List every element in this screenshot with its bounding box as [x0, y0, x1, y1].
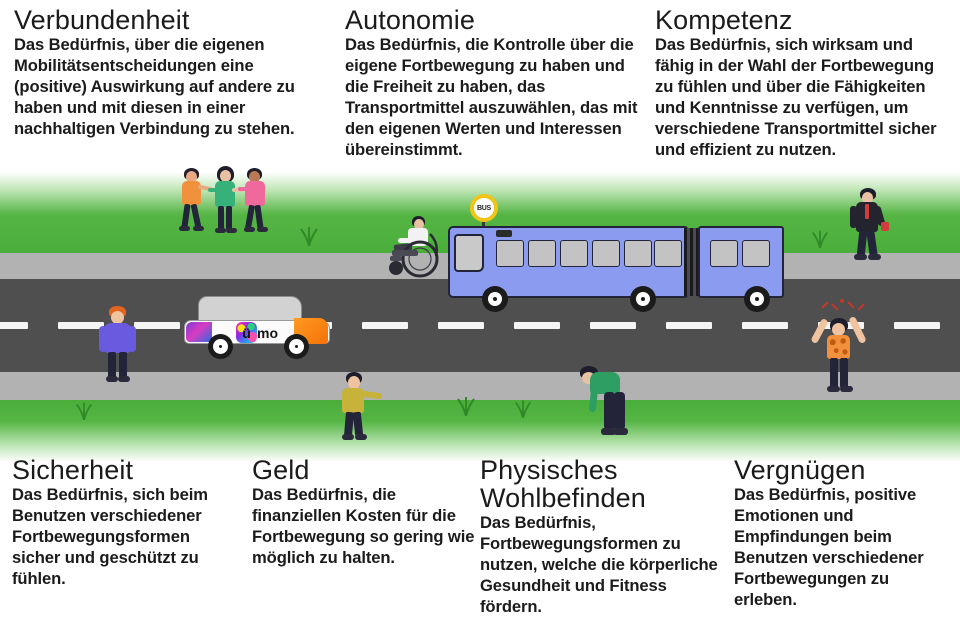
- grass-tuft-icon: [457, 397, 475, 416]
- walker-group-left: [168, 166, 270, 236]
- articulated-bus: [448, 226, 784, 316]
- lumo-logo-mark: ü: [236, 322, 257, 343]
- need-body: Das Bedürfnis, positive Emotionen und Em…: [734, 485, 924, 609]
- bus-window: [496, 240, 524, 267]
- grass-band-bottom: [0, 400, 960, 462]
- need-card-geld: Geld Das Bedürfnis, die finanziellen Kos…: [252, 456, 477, 569]
- grass-tuft-icon: [75, 402, 93, 420]
- need-body: Das Bedürfnis, die finanziellen Kosten f…: [252, 485, 475, 567]
- bus-destination-panel: [496, 230, 512, 237]
- lumo-logo-letter: ü: [242, 324, 251, 341]
- bus-sign-disc: BUS: [470, 194, 498, 222]
- need-heading: Physisches Wohlbefinden: [480, 455, 646, 514]
- need-heading: Kompetenz: [655, 5, 793, 35]
- bus-windshield: [454, 234, 484, 272]
- need-body: Das Bedürfnis, über die eigenen Mobilitä…: [14, 35, 295, 138]
- bus-stop-sign: BUS: [467, 194, 503, 236]
- need-card-vergnuegen: Vergnügen Das Bedürfnis, positive Emotio…: [734, 456, 956, 611]
- bus-articulation-joint: [684, 228, 702, 296]
- lumo-van: ü mo: [184, 296, 330, 359]
- celebrating-person: [810, 299, 868, 396]
- need-heading: Sicherheit: [12, 455, 134, 485]
- bus-window: [710, 240, 738, 267]
- bus-wheel: [744, 286, 770, 312]
- bus-window: [624, 240, 652, 267]
- grass-tuft-icon: [300, 227, 318, 246]
- sidewalk-bottom: [0, 372, 960, 400]
- need-card-verbundenheit: Verbundenheit Das Bedürfnis, über die ei…: [14, 6, 314, 140]
- bus-wheel: [482, 286, 508, 312]
- bus-window: [654, 240, 682, 267]
- hoodie-standing: [98, 306, 138, 382]
- bus-window: [528, 240, 556, 267]
- confetti-icon: [821, 299, 865, 311]
- need-body: Das Bedürfnis, sich wirksam und fähig in…: [655, 35, 937, 159]
- van-wheel: [284, 334, 309, 359]
- need-card-autonomie: Autonomie Das Bedürfnis, die Kontrolle ü…: [345, 6, 645, 161]
- green-shirt-stretch: [578, 362, 632, 438]
- bus-wheel: [630, 286, 656, 312]
- need-heading: Autonomie: [345, 5, 475, 35]
- lumo-logo: ü mo: [236, 322, 278, 343]
- need-body: Das Bedürfnis, Fortbewegungsformen zu nu…: [480, 513, 718, 616]
- need-card-sicherheit: Sicherheit Das Bedürfnis, sich beim Benu…: [12, 456, 242, 590]
- need-heading: Verbundenheit: [14, 5, 190, 35]
- grass-tuft-icon: [514, 400, 532, 418]
- sign-pole: [482, 212, 485, 236]
- bus-window: [560, 240, 588, 267]
- grass-tuft-icon: [811, 230, 829, 248]
- need-card-kompetenz: Kompetenz Das Bedürfnis, sich wirksam un…: [655, 6, 950, 161]
- need-body: Das Bedürfnis, die Kontrolle über die ei…: [345, 35, 638, 159]
- suited-walker: [846, 188, 890, 260]
- bus-window: [742, 240, 770, 267]
- van-gradient-decal-left: [186, 322, 212, 342]
- bus-sign-label: BUS: [477, 204, 491, 212]
- lumo-logo-wordmark: mo: [257, 324, 278, 341]
- wheelchair-user: [386, 216, 446, 278]
- need-heading: Vergnügen: [734, 455, 866, 485]
- wheelchair-icon: [389, 233, 439, 278]
- need-heading: Geld: [252, 455, 310, 485]
- van-roof: [198, 296, 302, 322]
- need-card-physisches-wohlbefinden: Physisches Wohlbefinden Das Bedürfnis, F…: [480, 456, 725, 618]
- yellow-shirt-walker: [334, 372, 384, 440]
- van-wheel: [208, 334, 233, 359]
- bus-window: [592, 240, 620, 267]
- need-body: Das Bedürfnis, sich beim Benutzen versch…: [12, 485, 208, 588]
